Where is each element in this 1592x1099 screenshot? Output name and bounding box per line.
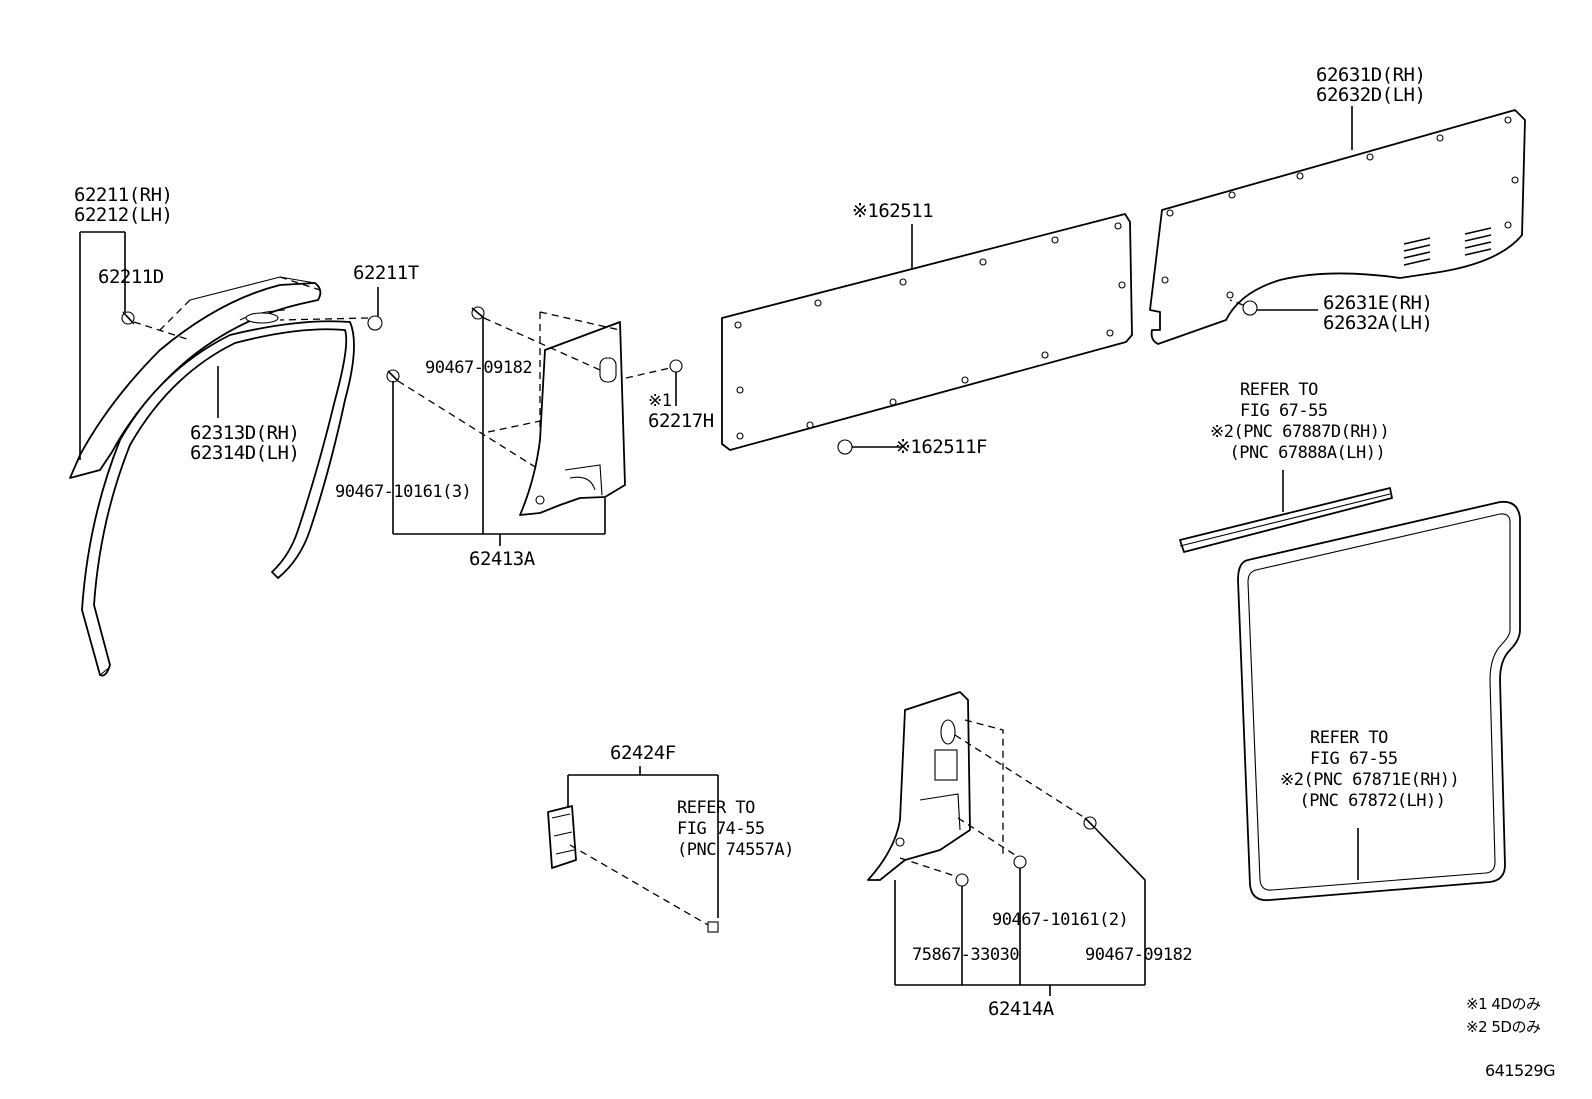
back-door-weatherstrip <box>1237 500 1521 902</box>
label-62217h: 62217H <box>648 410 714 432</box>
label-62631d-rh: 62631D(RH) <box>1316 64 1426 86</box>
label-62211t: 62211T <box>353 262 419 284</box>
label-62511: ※162511 <box>852 200 934 222</box>
screw-90467-09182-a <box>471 306 485 320</box>
screw-75867-33030 <box>955 873 969 887</box>
clip-62211d <box>121 311 191 341</box>
refer-74557-line3: (PNC 74557A) <box>677 840 794 860</box>
refer-67871-line4: (PNC 67872(LH)) <box>1280 791 1446 811</box>
footnote-1: ※1 4Dのみ <box>1466 995 1541 1013</box>
refer-74557-line1: REFER TO <box>677 798 755 818</box>
refer-67887-line3: ※2(PNC 67887D(RH)) <box>1210 422 1390 442</box>
refer-67887-line2: FIG 67-55 <box>1240 401 1328 421</box>
label-62632a-lh: 62632A(LH) <box>1323 312 1433 334</box>
label-62211d: 62211D <box>98 266 164 288</box>
clip-62211t <box>279 315 383 331</box>
label-62424f: 62424F <box>610 742 676 764</box>
refer-67871-line3: ※2(PNC 67871E(RH)) <box>1280 770 1460 790</box>
label-90467-09182-a: 90467-09182 <box>425 358 533 378</box>
rear-side-trim-panel <box>1149 109 1526 345</box>
door-opening-weatherstrip <box>81 320 355 677</box>
label-62211-rh: 62211(RH) <box>74 184 173 206</box>
clip-62217h <box>669 359 683 373</box>
label-62212-lh: 62212(LH) <box>74 204 173 226</box>
label-90467-09182-b: 90467-09182 <box>1085 945 1193 965</box>
refer-67887-line1: REFER TO <box>1240 380 1318 400</box>
vent-slots <box>1403 227 1492 266</box>
board-holes <box>734 222 1126 440</box>
refer-67871-line1: REFER TO <box>1310 728 1388 748</box>
refer-67871-line2: FIG 67-55 <box>1310 749 1398 769</box>
quarter-trim-board <box>721 213 1133 451</box>
bracket-62424f <box>547 805 577 869</box>
diagram-code: 641529G <box>1485 1061 1555 1080</box>
screw-90467-10161-b <box>1013 855 1027 869</box>
label-90467-10161-3: 90467-10161(3) <box>335 482 472 502</box>
label-62414a: 62414A <box>988 998 1054 1020</box>
refer-67887-line4: (PNC 67888A(LH)) <box>1210 443 1386 463</box>
quarter-lower-garnish <box>867 691 971 881</box>
center-pillar-lower-garnish <box>519 321 626 516</box>
label-62314d-lh: 62314D(LH) <box>190 442 300 464</box>
label-62511f: ※162511F <box>895 436 988 458</box>
label-62631e-rh: 62631E(RH) <box>1323 292 1433 314</box>
label-62313d-rh: 62313D(RH) <box>190 422 300 444</box>
door-belt-moulding <box>1179 487 1393 553</box>
screw-90467-10161-a <box>386 369 400 383</box>
screw-90467-09182-b <box>1083 816 1097 830</box>
label-62632d-lh: 62632D(LH) <box>1316 84 1426 106</box>
label-62217h-note: ※1 <box>648 391 672 411</box>
footnote-2: ※2 5Dのみ <box>1466 1018 1541 1036</box>
label-75867-33030: 75867-33030 <box>912 945 1020 965</box>
label-62413a: 62413A <box>469 548 535 570</box>
refer-74557-line2: FIG 74-55 <box>677 819 765 839</box>
label-90467-10161-2: 90467-10161(2) <box>992 910 1129 930</box>
